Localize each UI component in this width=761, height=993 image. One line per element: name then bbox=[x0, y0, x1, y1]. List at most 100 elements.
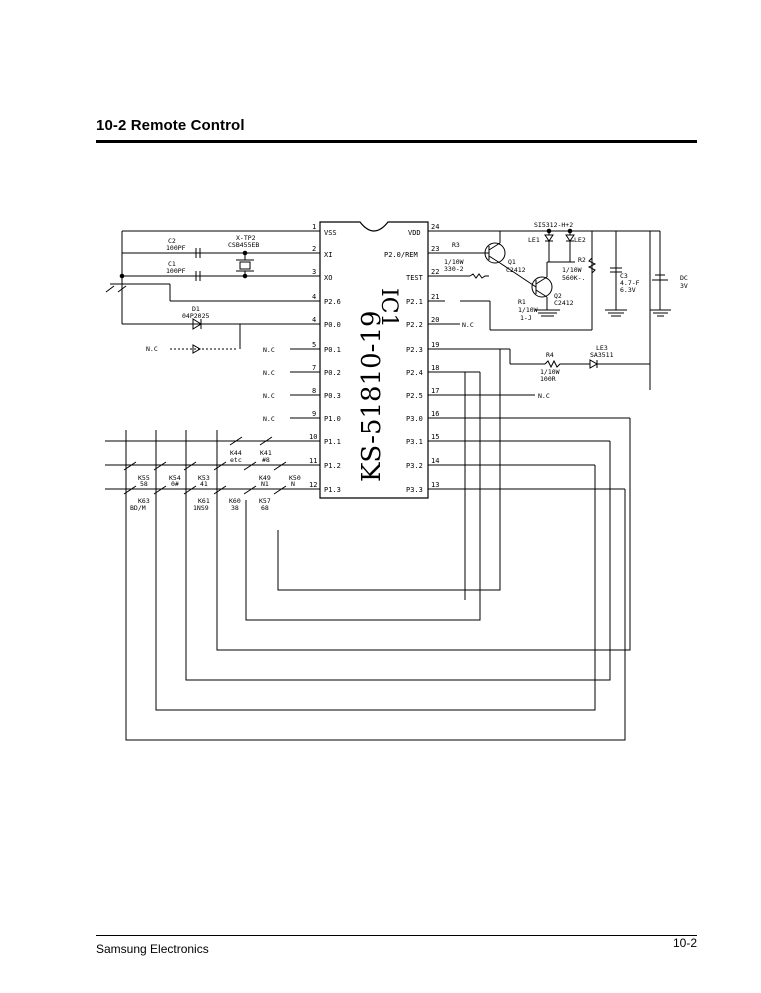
le3-value: SA3511 bbox=[590, 351, 614, 359]
footer-rule bbox=[96, 935, 697, 936]
pin-num: 24 bbox=[431, 223, 439, 231]
key-sub: #8 bbox=[262, 456, 270, 464]
diode-d1 bbox=[192, 318, 241, 349]
pin-num: 20 bbox=[431, 316, 439, 324]
key-label: K61 bbox=[198, 497, 210, 505]
key-label: K57 bbox=[259, 497, 271, 505]
r4-value: 1/10W bbox=[540, 368, 560, 376]
nc-label: N.C bbox=[462, 321, 474, 329]
nc-label: N.C bbox=[263, 415, 275, 423]
pin-name: P1.3 bbox=[324, 486, 341, 494]
pin-name: P0.1 bbox=[324, 346, 341, 354]
r3-value: 330-2 bbox=[444, 265, 464, 273]
pin-num: 12 bbox=[309, 481, 317, 489]
pin-name: XI bbox=[324, 251, 332, 259]
nc-label: N.C bbox=[263, 369, 275, 377]
pin-num: 13 bbox=[431, 481, 439, 489]
pin-name: P0.0 bbox=[324, 321, 341, 329]
nc-label: N.C bbox=[263, 392, 275, 400]
key-label: K41 bbox=[260, 449, 272, 457]
key-label: K53 bbox=[198, 474, 210, 482]
c3-value: 6.3V bbox=[620, 286, 636, 294]
r3-label: R3 bbox=[452, 241, 460, 249]
left-pins: 1 VSS 2 XI 3 XO 4 P2.6 4 P0.0 5 P0.1 7 P… bbox=[309, 223, 341, 494]
pin-name: P1.2 bbox=[324, 462, 341, 470]
pin-name: TEST bbox=[406, 274, 424, 282]
q2-value: C2412 bbox=[554, 299, 574, 307]
c2-label: C2 bbox=[168, 237, 176, 245]
r4-label: R4 bbox=[546, 351, 554, 359]
battery-value: 3V bbox=[680, 282, 688, 290]
pin-name: P2.5 bbox=[406, 392, 423, 400]
c1-value: 100PF bbox=[166, 267, 186, 275]
pin-num: 10 bbox=[309, 433, 317, 441]
key-sub: etc bbox=[230, 456, 242, 464]
pin-name: P1.1 bbox=[324, 438, 341, 446]
ic-part-number: KS-51810-19 bbox=[357, 310, 387, 482]
r2-value: 1/10W bbox=[562, 266, 582, 274]
pin-num: 23 bbox=[431, 245, 439, 253]
pin-name: P2.1 bbox=[406, 298, 423, 306]
pin-name: P2.0/REM bbox=[384, 251, 418, 259]
pin-name: P0.2 bbox=[324, 369, 341, 377]
pin-num: 1 bbox=[312, 223, 316, 231]
r2-label: R2 bbox=[578, 256, 586, 264]
key-label: K60 bbox=[229, 497, 241, 505]
key-sub: 38 bbox=[231, 504, 239, 512]
pin-name: P3.1 bbox=[406, 438, 423, 446]
pin-name: P2.2 bbox=[406, 321, 423, 329]
r1-value: 1/10W bbox=[518, 306, 538, 314]
pin-num: 17 bbox=[431, 387, 439, 395]
pin-num: 5 bbox=[312, 341, 316, 349]
le1-label: LE1 bbox=[528, 236, 540, 244]
key-label: K44 bbox=[230, 449, 242, 457]
key-sub: 41 bbox=[200, 480, 208, 488]
footer-page-number: 10-2 bbox=[672, 936, 697, 950]
key-matrix-traces bbox=[125, 349, 631, 741]
nc-label: N.C bbox=[263, 346, 275, 354]
pin-num: 18 bbox=[431, 364, 439, 372]
pin-name: P3.0 bbox=[406, 415, 423, 423]
pin-name: P1.0 bbox=[324, 415, 341, 423]
pin-num: 11 bbox=[309, 457, 317, 465]
pin-num: 14 bbox=[431, 457, 439, 465]
r1-label: R1 bbox=[518, 298, 526, 306]
key-sub: 58 bbox=[140, 480, 148, 488]
pin-num: 8 bbox=[312, 387, 316, 395]
pin-num: 4 bbox=[312, 316, 316, 324]
key-sub: 0# bbox=[171, 480, 179, 488]
key-label: K50 bbox=[289, 474, 301, 482]
battery-label: DC bbox=[680, 274, 688, 282]
left-pin-stubs bbox=[105, 230, 320, 490]
pin-num: 2 bbox=[312, 245, 316, 253]
key-switches bbox=[123, 436, 287, 495]
r2-value: 560K-. bbox=[562, 274, 585, 282]
r3-value: 1/10W bbox=[444, 258, 464, 266]
q1-label: Q1 bbox=[508, 258, 516, 266]
pin-num: 21 bbox=[431, 293, 439, 301]
r1-value: 1-J bbox=[520, 314, 532, 322]
pin-num: 19 bbox=[431, 341, 439, 349]
le-part: SI5312-H+2 bbox=[534, 221, 573, 229]
pin-num: 22 bbox=[431, 268, 439, 276]
right-pins: 24 VDD 23 P2.0/REM 22 TEST 21 P2.1 20 P2… bbox=[384, 223, 439, 494]
key-label: K49 bbox=[259, 474, 271, 482]
key-sub: BD/M bbox=[130, 504, 146, 512]
ic-label: IC1 bbox=[376, 288, 401, 328]
c3-value: 4.7-F bbox=[620, 279, 640, 287]
q1-value: C2412 bbox=[506, 266, 526, 274]
c1-label: C1 bbox=[168, 260, 176, 268]
key-sub: 1NS9 bbox=[193, 504, 209, 512]
q2-label: Q2 bbox=[554, 292, 562, 300]
pin-num: 3 bbox=[312, 268, 316, 276]
output-labels: SI5312-H+2 LE1 LE2 R3 1/10W 330-2 Q1 C24… bbox=[444, 221, 688, 383]
pin-name: VSS bbox=[324, 229, 337, 237]
key-sub: 68 bbox=[261, 504, 269, 512]
heading-rule bbox=[96, 140, 697, 143]
oscillator-labels: C2 100PF C1 100PF X-TP2 CSB455EB bbox=[166, 234, 259, 275]
section-heading: 10-2 Remote Control bbox=[96, 117, 245, 134]
right-pin-stubs bbox=[428, 230, 660, 490]
key-sub: N bbox=[291, 480, 295, 488]
pin-num: 16 bbox=[431, 410, 439, 418]
